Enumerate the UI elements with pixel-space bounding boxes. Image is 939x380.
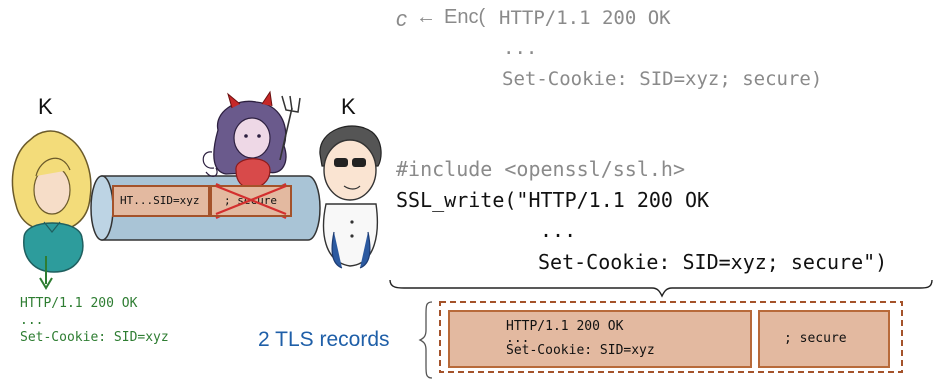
server-person-icon: [319, 125, 382, 269]
tunnel-record-1-text: HT...SID=xyz: [120, 194, 200, 207]
code-ellipsis: ...: [540, 218, 577, 242]
tunnel-record-1: HT...SID=xyz: [112, 185, 210, 217]
tls-records-label: 2 TLS records: [258, 328, 390, 351]
enc-line-3: Set-Cookie: SID=xyz; secure): [502, 68, 823, 90]
attacker-devil-icon: [202, 90, 301, 189]
client-output-line-2: ...: [20, 313, 44, 328]
tls-record-1-line-3: Set-Cookie: SID=xyz: [506, 343, 655, 358]
tls-record-1: HTTP/1.1 200 OK ... Set-Cookie: SID=xyz: [448, 310, 752, 368]
code-last-line: Set-Cookie: SID=xyz; secure"): [538, 250, 888, 274]
tls-record-1-line-1: HTTP/1.1 200 OK: [506, 319, 624, 334]
underbrace: [389, 279, 933, 298]
enc-ellipsis: ...: [503, 37, 538, 59]
tls-brace: [418, 301, 433, 379]
client-output-line-3: Set-Cookie: SID=xyz: [20, 330, 169, 345]
tunnel-record-2-text: ; secure: [224, 194, 277, 207]
code-call: SSL_write("HTTP/1.1 200 OK: [396, 188, 710, 212]
enc-line-1: HTTP/1.1 200 OK: [499, 7, 671, 29]
server-key-label: K: [341, 94, 356, 119]
tunnel-record-2: ; secure: [210, 185, 292, 217]
tls-record-2-text: ; secure: [784, 331, 847, 346]
tls-record-1-line-2: ...: [506, 331, 530, 346]
decrypt-arrow-icon: [39, 256, 53, 290]
tls-record-2: ; secure: [758, 310, 890, 368]
client-output-line-1: HTTP/1.1 200 OK: [20, 296, 138, 311]
assign-arrow: ←: [416, 6, 436, 28]
ciphertext-symbol: c: [396, 6, 407, 31]
client-person-icon: [11, 130, 92, 273]
client-key-label: K: [38, 94, 53, 119]
code-include: #include <openssl/ssl.h>: [396, 157, 685, 181]
enc-function: Enc(: [444, 6, 486, 28]
tls-records-container: [439, 301, 903, 373]
